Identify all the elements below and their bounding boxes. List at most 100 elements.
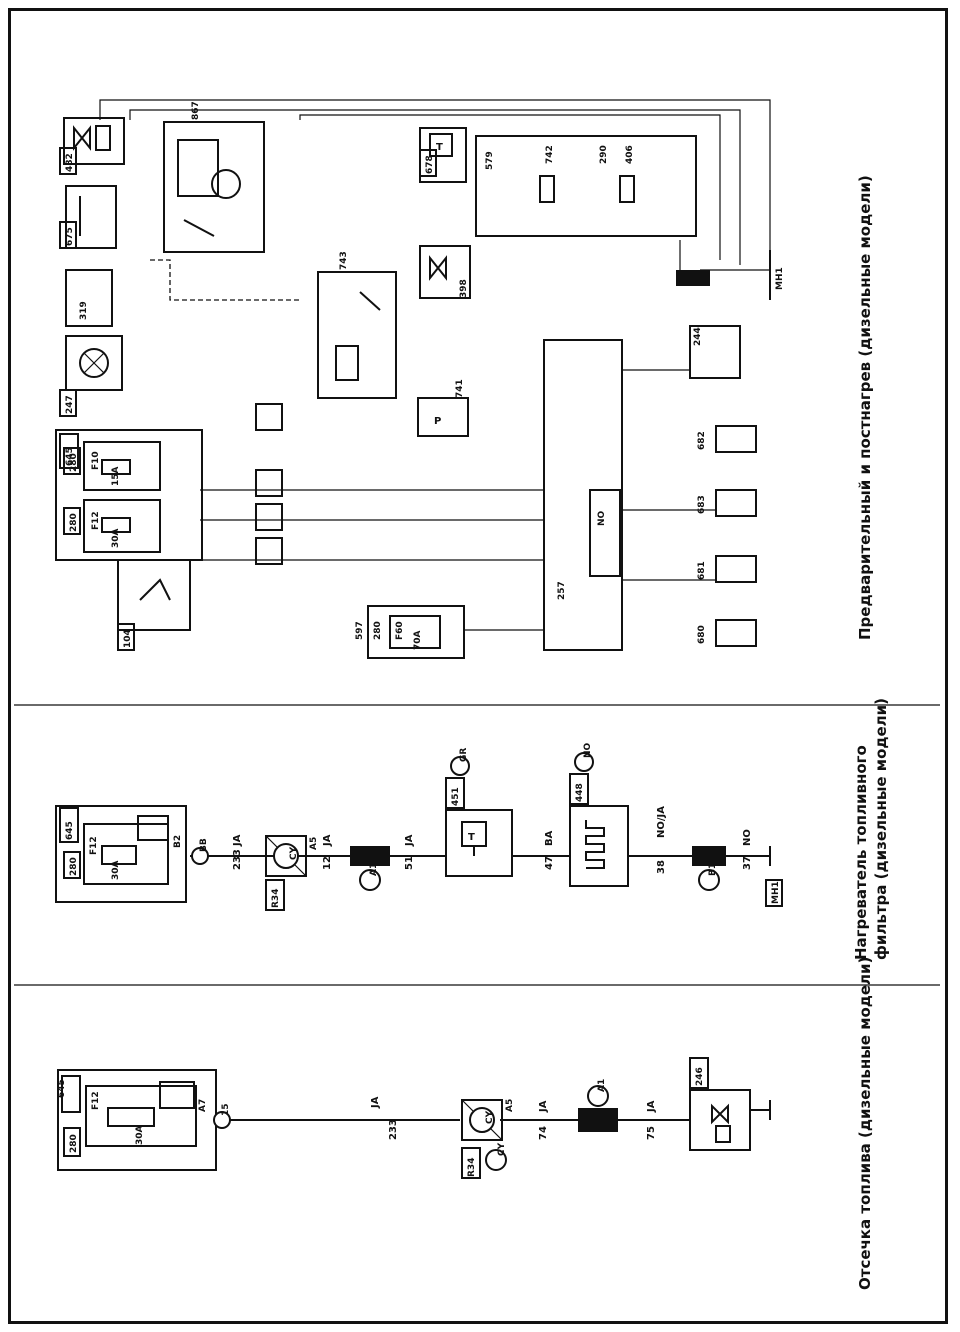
heater-splice bbox=[350, 846, 390, 866]
preheat-fuse-c-id: F60 bbox=[395, 621, 405, 640]
preheat-pressure-symbol: P bbox=[434, 416, 441, 427]
heater-connector bbox=[265, 835, 307, 877]
preheat-block-a-label: 280 bbox=[69, 513, 79, 532]
cutoff-valve-symbol bbox=[711, 1103, 729, 1125]
preheat-lamp-label-box bbox=[59, 389, 77, 417]
heater-element bbox=[569, 805, 629, 887]
preheat-relay1 bbox=[163, 121, 265, 253]
cutoff-node-label: 15 bbox=[221, 1103, 231, 1116]
heater-element-symbol bbox=[585, 820, 605, 869]
preheat-fusebox2 bbox=[367, 605, 465, 659]
cutoff-block-label-box bbox=[63, 1127, 81, 1157]
preheat-splice-b1 bbox=[676, 270, 710, 286]
preheat-injector2-label: 406 bbox=[625, 145, 635, 164]
preheat-block-a-label-box bbox=[63, 507, 81, 535]
heater-element-badge bbox=[574, 752, 594, 772]
preheat-fuse-a-id: F12 bbox=[91, 511, 101, 530]
heater-fuse-frame bbox=[83, 823, 169, 885]
cutoff-wire-75: 75 bbox=[646, 1126, 657, 1140]
heater-element-label: 448 bbox=[575, 783, 585, 802]
cutoff-valve-coil bbox=[715, 1125, 731, 1143]
preheat-conn-1 bbox=[255, 403, 283, 431]
preheat-valve1-label: 482 bbox=[65, 153, 75, 172]
heater-node bbox=[191, 847, 209, 865]
preheat-thermo-label-box bbox=[419, 149, 437, 177]
heater-wire-51-color: JA bbox=[404, 834, 415, 847]
cutoff-connector-badge2-label: CY bbox=[497, 1142, 507, 1156]
preheat-thermo-symbol: T bbox=[436, 142, 443, 153]
cutoff-fuse-rating: 30A bbox=[135, 1125, 145, 1145]
heater-node-label: BB bbox=[199, 838, 209, 852]
preheat-fuse-a bbox=[101, 517, 131, 533]
heater-connector-label-box bbox=[265, 879, 285, 911]
cutoff-wire-233-color: JA bbox=[370, 1096, 381, 1109]
heater-wire-38: 38 bbox=[656, 860, 667, 874]
cutoff-wire-74-color: JA bbox=[538, 1100, 549, 1113]
preheat-fuse-b bbox=[101, 459, 131, 475]
preheat-harness-3 bbox=[299, 114, 721, 260]
preheat-glow1-label: 680 bbox=[697, 625, 707, 644]
cutoff-relay-socket bbox=[159, 1081, 195, 1109]
cutoff-fuse-pin: A7 bbox=[198, 1099, 208, 1112]
cutoff-splice-badge bbox=[587, 1085, 609, 1107]
preheat-relay2 bbox=[317, 271, 397, 399]
preheat-relay2-label: 743 bbox=[339, 251, 349, 270]
preheat-valve1-label-box bbox=[59, 147, 77, 175]
preheat-relay1-label: 867 bbox=[191, 101, 201, 120]
preheat-glow1 bbox=[715, 619, 757, 647]
preheat-relay2-contact bbox=[359, 291, 381, 311]
preheat-valve1-symbol bbox=[73, 125, 91, 151]
page-frame bbox=[8, 8, 948, 1324]
preheat-fusebox-label-box bbox=[59, 433, 79, 469]
heater-element-badge-label: NO bbox=[583, 742, 593, 758]
preheat-harness-dash bbox=[150, 259, 300, 301]
preheat-injector2 bbox=[619, 175, 635, 203]
preheat-relay1-transistor bbox=[211, 169, 241, 199]
cutoff-connector-label: R34 bbox=[467, 1158, 477, 1177]
heater-connector-badge: CY bbox=[289, 846, 299, 860]
preheat-relay1-coil bbox=[177, 139, 219, 197]
cutoff-connector-label-box bbox=[461, 1147, 481, 1179]
heater-wire-233-color: JA bbox=[232, 834, 243, 847]
preheat-ecu-badge: NO bbox=[597, 510, 607, 526]
cutoff-block-label: 280 bbox=[69, 1134, 79, 1153]
preheat-conn-3 bbox=[255, 503, 283, 531]
heater-connector-pin: A5 bbox=[309, 837, 319, 850]
cutoff-wire-233: 233 bbox=[388, 1119, 399, 1140]
preheat-conn-2 bbox=[255, 469, 283, 497]
heater-relay-badge bbox=[450, 756, 470, 776]
preheat-ignition-label-box bbox=[117, 623, 135, 651]
preheat-harness-top bbox=[99, 99, 771, 271]
preheat-valve2-label: 398 bbox=[459, 279, 469, 298]
preheat-pressure bbox=[417, 397, 469, 437]
heater-connector-label: R34 bbox=[271, 889, 281, 908]
preheat-glow3-label: 683 bbox=[697, 495, 707, 514]
cutoff-fusebox-label-box bbox=[61, 1075, 81, 1113]
heater-wire-47-color: BA bbox=[544, 830, 555, 846]
preheat-block-b-label: 280 bbox=[69, 453, 79, 472]
preheat-fusebox-label: 645 bbox=[65, 447, 75, 466]
preheat-title: Предварительный и постнагрев (дизельные … bbox=[856, 175, 874, 640]
cutoff-connector-badge: CY bbox=[485, 1110, 495, 1124]
cutoff-valve bbox=[689, 1089, 751, 1151]
preheat-lamp-symbol bbox=[79, 348, 109, 378]
preheat-fuse-b-frame bbox=[83, 441, 161, 491]
preheat-temp-sensor-label: 244 bbox=[693, 327, 703, 346]
cutoff-valve-label-box bbox=[689, 1057, 709, 1089]
preheat-thermo-label: 678 bbox=[425, 155, 435, 174]
cutoff-node bbox=[213, 1111, 231, 1129]
preheat-valve2-symbol bbox=[429, 255, 447, 281]
heater-relay-badge-label: GR bbox=[459, 748, 469, 762]
heater-splice2-badge bbox=[698, 869, 720, 891]
cutoff-connector-pin: A5 bbox=[505, 1099, 515, 1112]
cutoff-connector-circle bbox=[469, 1107, 495, 1133]
cutoff-connector-badge2 bbox=[485, 1149, 507, 1171]
heater-wire-37: 37 bbox=[742, 856, 753, 870]
preheat-switch-label: 675 bbox=[65, 227, 75, 246]
heater-relay-symbol: T bbox=[468, 832, 475, 843]
preheat-glow2-label: 681 bbox=[697, 561, 707, 580]
cutoff-wire-74: 74 bbox=[538, 1126, 549, 1140]
cutoff-valve-label: 246 bbox=[695, 1067, 705, 1086]
